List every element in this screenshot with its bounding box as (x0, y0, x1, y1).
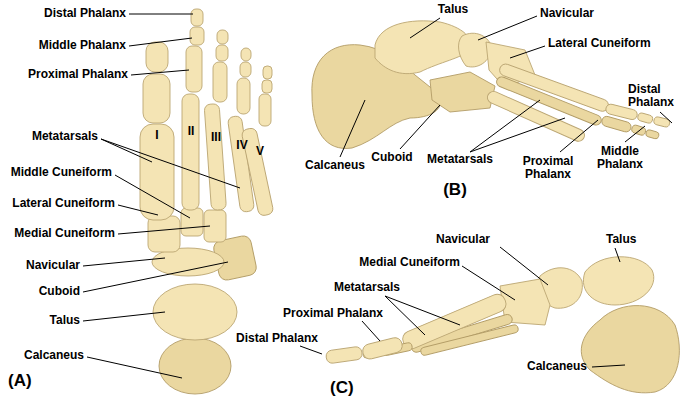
bone-label: Proximal Phalanx (283, 307, 383, 320)
leader-lines (83, 14, 672, 378)
bone-label: Distal Phalanx (236, 332, 318, 345)
bone-label: Talus (438, 3, 468, 16)
bone-label: Proximal Phalanx (518, 155, 578, 182)
panel-letter: (B) (443, 180, 467, 199)
ray-number: V (256, 145, 264, 158)
bone-label: Talus (606, 233, 636, 246)
bone-label: Navicular (26, 259, 80, 272)
bone-label: Metatarsals (427, 153, 493, 166)
ray-number: II (188, 125, 195, 138)
bone-label: Lateral Cuneiform (12, 197, 115, 210)
bone-label: Calcaneus (305, 159, 365, 172)
bone-label: Middle Phalanx (595, 145, 645, 172)
bone-label: Talus (50, 314, 80, 327)
bone-label: Distal Phalanx (44, 7, 126, 20)
bone-label: Middle Cuneiform (11, 166, 112, 179)
bone-label: Calcaneus (24, 349, 84, 362)
bone-label: Medial Cuneiform (359, 256, 460, 269)
bone-label: Cuboid (39, 285, 80, 298)
bone-label: Metatarsals (32, 130, 98, 143)
ray-number: I (155, 129, 158, 142)
lateral-foot (312, 21, 671, 149)
bone-label: Metatarsals (334, 281, 400, 294)
bone-label: Calcaneus (527, 360, 587, 373)
ray-number: IV (236, 139, 247, 152)
ray-number: III (211, 131, 221, 144)
bone-label: Cuboid (371, 151, 412, 164)
bone-label: Proximal Phalanx (28, 68, 128, 81)
bone-label: Medial Cuneiform (14, 227, 115, 240)
panel-letter: (C) (330, 378, 354, 397)
bone-label: Navicular (436, 233, 490, 246)
panel-letter: (A) (8, 371, 32, 390)
bone-label: Navicular (540, 7, 594, 20)
bone-label: Lateral Cuneiform (548, 37, 651, 50)
bone-label: Distal Phalanx (628, 83, 680, 110)
medial-foot (325, 257, 679, 393)
bone-label: Middle Phalanx (39, 39, 126, 52)
